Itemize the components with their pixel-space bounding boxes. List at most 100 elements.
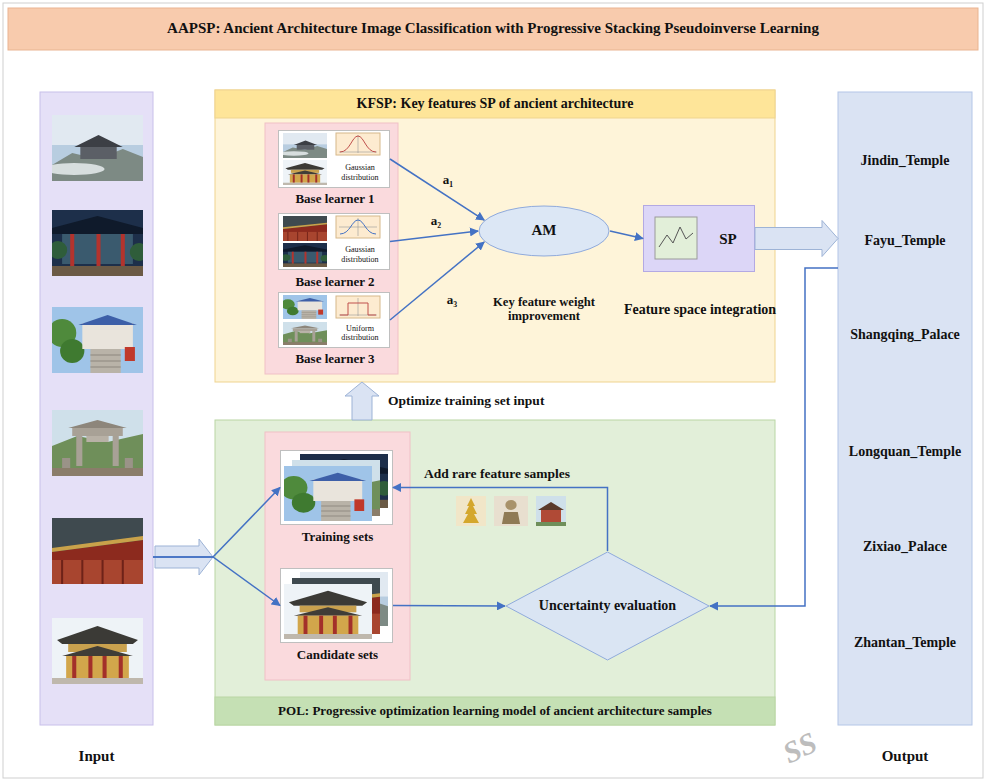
illustration-shape <box>336 296 380 318</box>
text-holder: KFSP: Key features SP of ancient archite… <box>215 90 775 118</box>
watermark: SS <box>778 725 823 770</box>
edge-label: a₂ <box>429 214 443 229</box>
input-block-arrow <box>155 539 213 575</box>
illustration-shape <box>279 133 327 158</box>
illustration-shape <box>340 136 376 152</box>
illustration-shape <box>340 303 376 315</box>
sample-panel <box>265 432 410 680</box>
learner-label: Base learner 2 <box>295 275 374 290</box>
sp-chart-icon <box>655 217 697 259</box>
connector-arrow <box>153 488 280 558</box>
label-holder: SS <box>778 725 823 770</box>
dataset-photos <box>280 454 393 639</box>
illustration-shape <box>336 133 380 155</box>
title-text: AAPSP: Ancient Architecture Image Classi… <box>167 20 819 37</box>
edge-label: Optimize training set input <box>386 393 546 409</box>
illustration-shape <box>536 496 566 526</box>
illustration-shape <box>52 410 143 476</box>
class-label: Shangqing_Palace <box>850 327 960 343</box>
illustration-shape <box>659 227 693 247</box>
class-label: Longquan_Temple <box>849 444 961 460</box>
text-holder: Jindin_Temple <box>838 151 972 171</box>
connector-arrow <box>153 557 280 605</box>
illustration-shape <box>297 454 393 508</box>
dataset-label: Candidate sets <box>297 648 378 663</box>
title-bar <box>8 8 978 50</box>
text-holder: Input <box>40 745 153 769</box>
module-name: AM <box>532 222 557 239</box>
output-panel: Jindin_TempleFayu_TempleShangqing_Palace… <box>838 92 972 725</box>
text-holder: Base learner 1 <box>267 191 403 208</box>
illustration-shape <box>284 584 372 639</box>
title-holder: AAPSP: Ancient Architecture Image Classi… <box>8 8 978 50</box>
pol-fill <box>215 420 775 725</box>
illustration-shape <box>44 115 143 181</box>
label-holder: Add rare feature samples <box>422 466 572 482</box>
distribution-label: Gaussian distribution <box>329 245 391 264</box>
base-learner-box: Uniform distributionBase learner 3 <box>278 292 390 348</box>
decision-label: Uncertainty evaluation <box>539 598 676 614</box>
illustration-shape <box>49 210 148 276</box>
distribution-icon <box>336 296 380 318</box>
input-panel-fill <box>40 92 153 725</box>
dataset-box: Candidate sets <box>280 568 393 643</box>
class-label: Zhantan_Temple <box>854 635 956 651</box>
text-holder: Uncertainty evaluation <box>505 551 710 661</box>
illustration-shape <box>494 496 528 526</box>
distribution-label: Gaussian distribution <box>329 163 391 182</box>
text-holder: Gaussian distribution <box>329 158 391 187</box>
kfsp-header-bar <box>215 90 775 118</box>
edge-label: a₁ <box>441 173 455 188</box>
illustration-shape <box>283 216 327 241</box>
rare-sample-photos <box>456 496 566 526</box>
kfsp-fill <box>215 90 775 382</box>
illustration-shape <box>340 220 376 234</box>
illustration-shape <box>283 160 327 185</box>
distribution-icon <box>336 216 380 238</box>
sp-box: SPFeature space integration <box>643 205 755 272</box>
input-panel: Input <box>40 92 153 725</box>
figure-border <box>3 3 983 778</box>
edge-label: Add rare feature samples <box>422 466 572 482</box>
ellipse-shape <box>479 206 609 256</box>
text-holder: Training sets <box>269 529 406 546</box>
panel-heading: Input <box>79 748 115 765</box>
text-holder: Output <box>838 745 972 769</box>
input-photos <box>44 115 148 684</box>
distribution-label: Uniform distribution <box>329 324 391 343</box>
edge-label: a₃ <box>445 293 459 308</box>
label-holder: a₂ <box>429 214 443 229</box>
learner-label: Base learner 3 <box>295 352 374 367</box>
output-panel-fill <box>838 92 972 725</box>
learner-label: Base learner 1 <box>295 192 374 207</box>
label-holder: a₁ <box>441 173 455 188</box>
dataset-label: Training sets <box>302 530 374 545</box>
class-label: Fayu_Temple <box>864 233 945 249</box>
illustration-shape <box>282 243 330 267</box>
illustration-shape <box>336 216 380 238</box>
connector-arrow <box>610 231 643 239</box>
module-title: KFSP: Key features SP of ancient archite… <box>357 96 634 112</box>
base-learner-box: Gaussian distributionBase learner 2 <box>278 213 390 270</box>
pol-footer-bar <box>215 697 775 725</box>
learner-photos <box>279 133 329 345</box>
connector-arrow <box>393 488 608 552</box>
illustration-shape <box>655 217 697 259</box>
illustration-shape <box>48 307 143 373</box>
distribution-icon <box>336 133 380 155</box>
learner-panel <box>265 123 398 374</box>
connector-arrow <box>710 268 838 606</box>
module-name: SP <box>719 231 737 248</box>
text-holder: Shangqing_Palace <box>838 325 972 345</box>
illustration-shape <box>52 618 143 684</box>
class-label: Zixiao_Palace <box>863 539 947 555</box>
diamond-shape <box>506 552 709 660</box>
text-holder: Uniform distribution <box>329 319 391 347</box>
illustration-shape <box>283 322 327 345</box>
